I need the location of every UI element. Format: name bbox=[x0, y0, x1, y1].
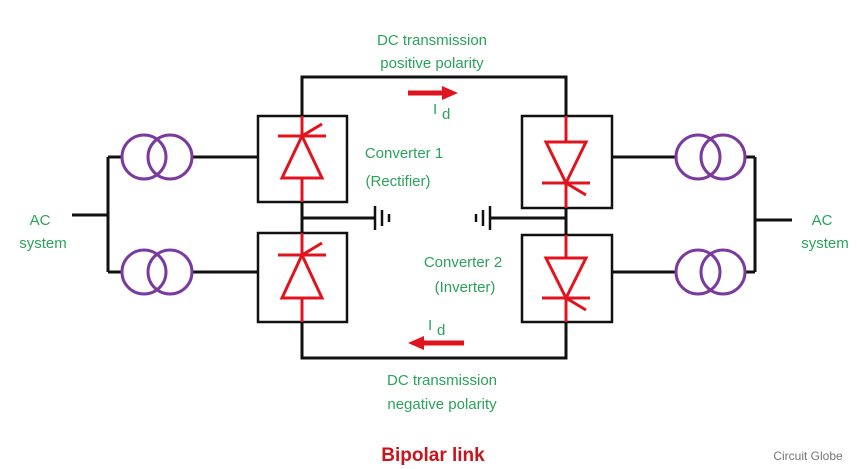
converter2-label-line1: Converter 2 bbox=[424, 254, 502, 271]
right-ground-symbol bbox=[474, 206, 492, 230]
dc-top-label-line1: DC transmission bbox=[377, 32, 487, 49]
transformer-icons bbox=[120, 133, 747, 296]
current-label-bottom: I d bbox=[428, 317, 445, 339]
converter2-label-line2: (Inverter) bbox=[435, 279, 496, 296]
dc-top-label-line2: positive polarity bbox=[380, 55, 484, 72]
thyristor-icon-converter1-top bbox=[278, 116, 326, 202]
converter1-label-line2: (Rectifier) bbox=[365, 173, 430, 190]
thyristor-icon-converter2-bottom bbox=[542, 235, 590, 322]
thyristor-icon-converter1-bottom bbox=[278, 233, 326, 322]
dc-bottom-label-line2: negative polarity bbox=[387, 396, 497, 413]
transformer-icon-right-bottom bbox=[674, 248, 747, 296]
wiring bbox=[72, 75, 792, 360]
diagram-title: Bipolar link bbox=[381, 445, 485, 466]
current-symbol-top: I bbox=[433, 101, 437, 118]
current-subscript-top: d bbox=[442, 106, 450, 123]
transformer-icon-left-top bbox=[120, 133, 194, 181]
current-subscript-bottom: d bbox=[437, 322, 445, 339]
left-ground-symbol bbox=[373, 206, 391, 230]
ac-left-label-line1: AC bbox=[30, 212, 51, 229]
watermark: Circuit Globe bbox=[773, 449, 843, 463]
thyristor-icon-converter2-top bbox=[542, 116, 590, 208]
ac-left-label-line2: system bbox=[19, 235, 67, 252]
current-arrow-icon-top bbox=[408, 86, 458, 100]
current-label-top: I d bbox=[433, 101, 450, 123]
transformer-icon-right-top bbox=[674, 133, 747, 181]
ac-right-label-line2: system bbox=[801, 235, 849, 252]
transformer-icon-left-bottom bbox=[120, 248, 194, 296]
dc-positive-line bbox=[300, 75, 568, 116]
ac-right-label-line1: AC bbox=[812, 212, 833, 229]
dc-bottom-label-line1: DC transmission bbox=[387, 372, 497, 389]
current-arrow-icon-bottom bbox=[408, 336, 464, 350]
dc-negative-line bbox=[300, 322, 568, 360]
converter1-label-line1: Converter 1 bbox=[365, 145, 443, 162]
current-symbol-bottom: I bbox=[428, 317, 432, 334]
